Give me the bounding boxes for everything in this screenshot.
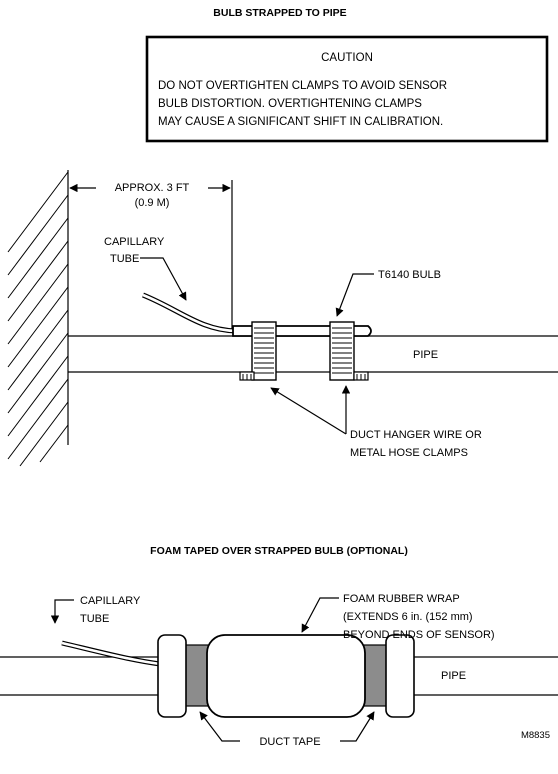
bottom-capillary-leader <box>50 599 74 624</box>
figure-code: M8835 <box>521 730 550 741</box>
bulb-label-leader <box>335 273 374 317</box>
top-pipe <box>68 335 558 373</box>
bottom-capillary-label-line-2: TUBE <box>80 613 109 625</box>
bulb-label: T6140 BULB <box>378 269 441 281</box>
clamp-label-line-2: METAL HOSE CLAMPS <box>350 447 468 459</box>
duct-tape-label: DUCT TAPE <box>259 736 320 748</box>
clamp-label-group: DUCT HANGER WIRE OR METAL HOSE CLAMPS <box>270 385 482 459</box>
top-clamp-2 <box>329 321 369 381</box>
caution-line-3: MAY CAUSE A SIGNIFICANT SHIFT IN CALIBRA… <box>158 116 443 128</box>
wall <box>7 170 69 467</box>
foam-label-leader <box>301 597 339 633</box>
top-capillary-tube-inner <box>142 293 237 333</box>
foam-label-line-1: FOAM RUBBER WRAP <box>343 593 460 605</box>
foam-label-group: FOAM RUBBER WRAP (EXTENDS 6 in. (152 mm)… <box>301 593 495 641</box>
foam-ring-left <box>157 634 187 718</box>
top-capillary-leader <box>140 257 187 301</box>
bottom-capillary-label-line-1: CAPILLARY <box>80 595 141 607</box>
top-capillary-tube <box>142 292 237 334</box>
top-section-title: BULB STRAPPED TO PIPE <box>213 7 346 19</box>
duct-tape-leader-right <box>340 711 375 742</box>
duct-tape-leader-left <box>199 711 240 742</box>
top-capillary-label-line-2: TUBE <box>110 253 139 265</box>
bottom-capillary-label: CAPILLARY TUBE <box>50 595 141 625</box>
top-capillary-label: CAPILLARY TUBE <box>104 236 187 301</box>
foam-ring-right <box>385 634 415 718</box>
caution-box: CAUTION DO NOT OVERTIGHTEN CLAMPS TO AVO… <box>145 35 549 143</box>
wall-hatching <box>7 171 69 467</box>
foam-rubber-wrap <box>206 634 366 718</box>
caution-box-border <box>145 35 549 143</box>
dimension-label-line-2: (0.9 M) <box>135 197 170 209</box>
top-clamp-1 <box>239 321 277 381</box>
foam-label-line-2: (EXTENDS 6 in. (152 mm) <box>343 611 473 623</box>
top-pipe-label: PIPE <box>413 349 438 361</box>
bottom-section-title: FOAM TAPED OVER STRAPPED BULB (OPTIONAL) <box>150 545 408 557</box>
caution-line-2: BULB DISTORTION. OVERTIGHTENING CLAMPS <box>158 98 422 110</box>
bottom-pipe-label: PIPE <box>441 670 466 682</box>
caution-heading: CAUTION <box>321 52 373 64</box>
bulb-label-group: T6140 BULB <box>335 269 441 317</box>
clamp-label-line-1: DUCT HANGER WIRE OR <box>350 429 482 441</box>
dimension-label-line-1: APPROX. 3 FT <box>115 182 190 194</box>
foam-label-line-3: BEYOND ENDS OF SENSOR) <box>343 629 495 641</box>
clamp-leader-left <box>270 387 347 435</box>
top-capillary-label-line-1: CAPILLARY <box>104 236 165 248</box>
caution-line-1: DO NOT OVERTIGHTEN CLAMPS TO AVOID SENSO… <box>158 80 447 92</box>
dimension-indicator: APPROX. 3 FT (0.9 M) <box>69 180 233 330</box>
bottom-capillary-tube <box>61 640 161 667</box>
duct-tape-label-group: DUCT TAPE <box>199 711 375 748</box>
